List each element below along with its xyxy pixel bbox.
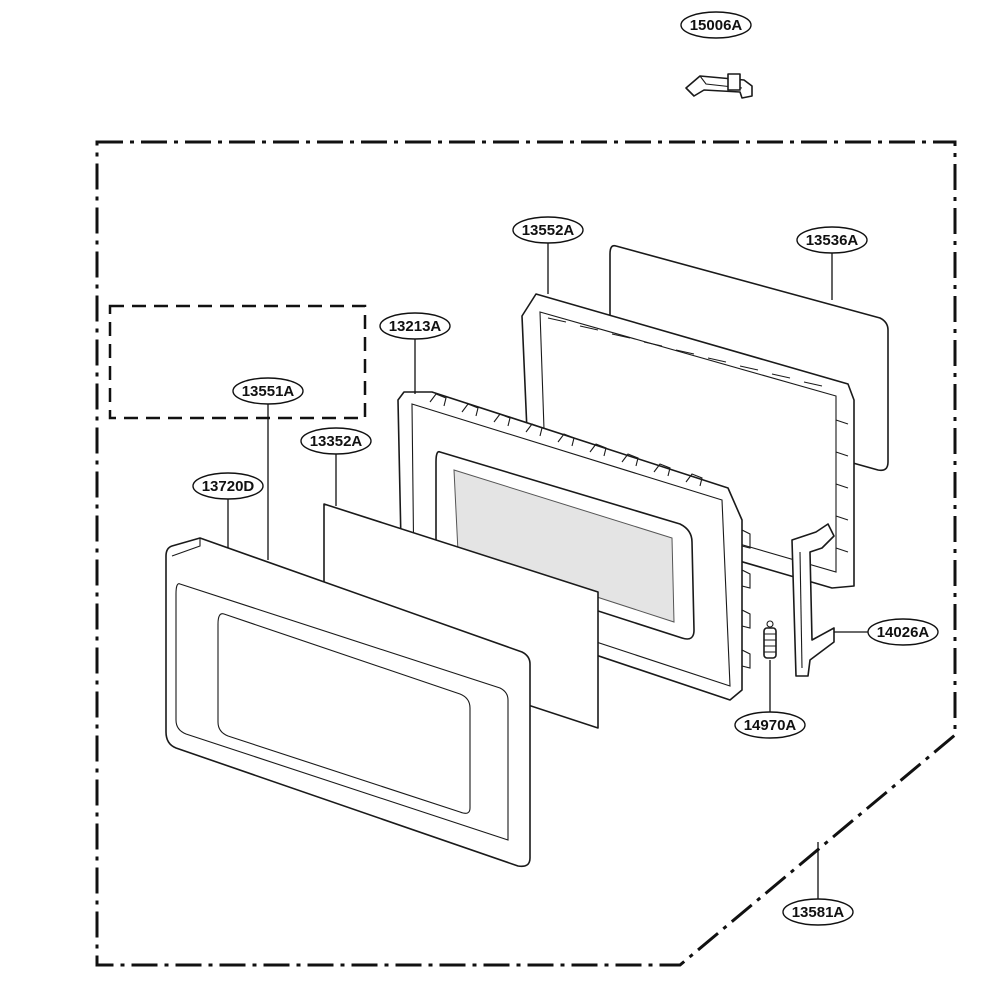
callout-text: 13551A	[242, 383, 295, 400]
callout-13720D: 13720D	[192, 472, 264, 500]
callout-text: 15006A	[690, 17, 743, 34]
callout-text: 13352A	[310, 433, 363, 450]
callout-text: 13536A	[806, 232, 859, 249]
callout-text: 13213A	[389, 318, 442, 335]
part-spring	[763, 620, 777, 659]
leader-lines	[227, 241, 868, 900]
callout-text: 14026A	[877, 624, 930, 641]
part-latch-clip	[685, 73, 753, 99]
callout-text: 13581A	[792, 904, 845, 921]
callout-15006A: 15006A	[680, 11, 752, 39]
callout-13581A: 13581A	[782, 898, 854, 926]
callout-13352A: 13352A	[300, 427, 372, 455]
part-latch-hook	[791, 523, 835, 677]
callout-13551A: 13551A	[232, 377, 304, 405]
callout-text: 13552A	[522, 222, 575, 239]
callout-14970A: 14970A	[734, 711, 806, 739]
callout-13213A: 13213A	[379, 312, 451, 340]
part-door-frame	[165, 537, 531, 868]
sub-assembly-boundary	[108, 304, 367, 420]
callout-text: 13720D	[202, 478, 255, 495]
callout-text: 14970A	[744, 717, 797, 734]
part-inner-door	[397, 391, 751, 701]
callout-14026A: 14026A	[867, 618, 939, 646]
callout-13536A: 13536A	[796, 226, 868, 254]
callout-13552A: 13552A	[512, 216, 584, 244]
